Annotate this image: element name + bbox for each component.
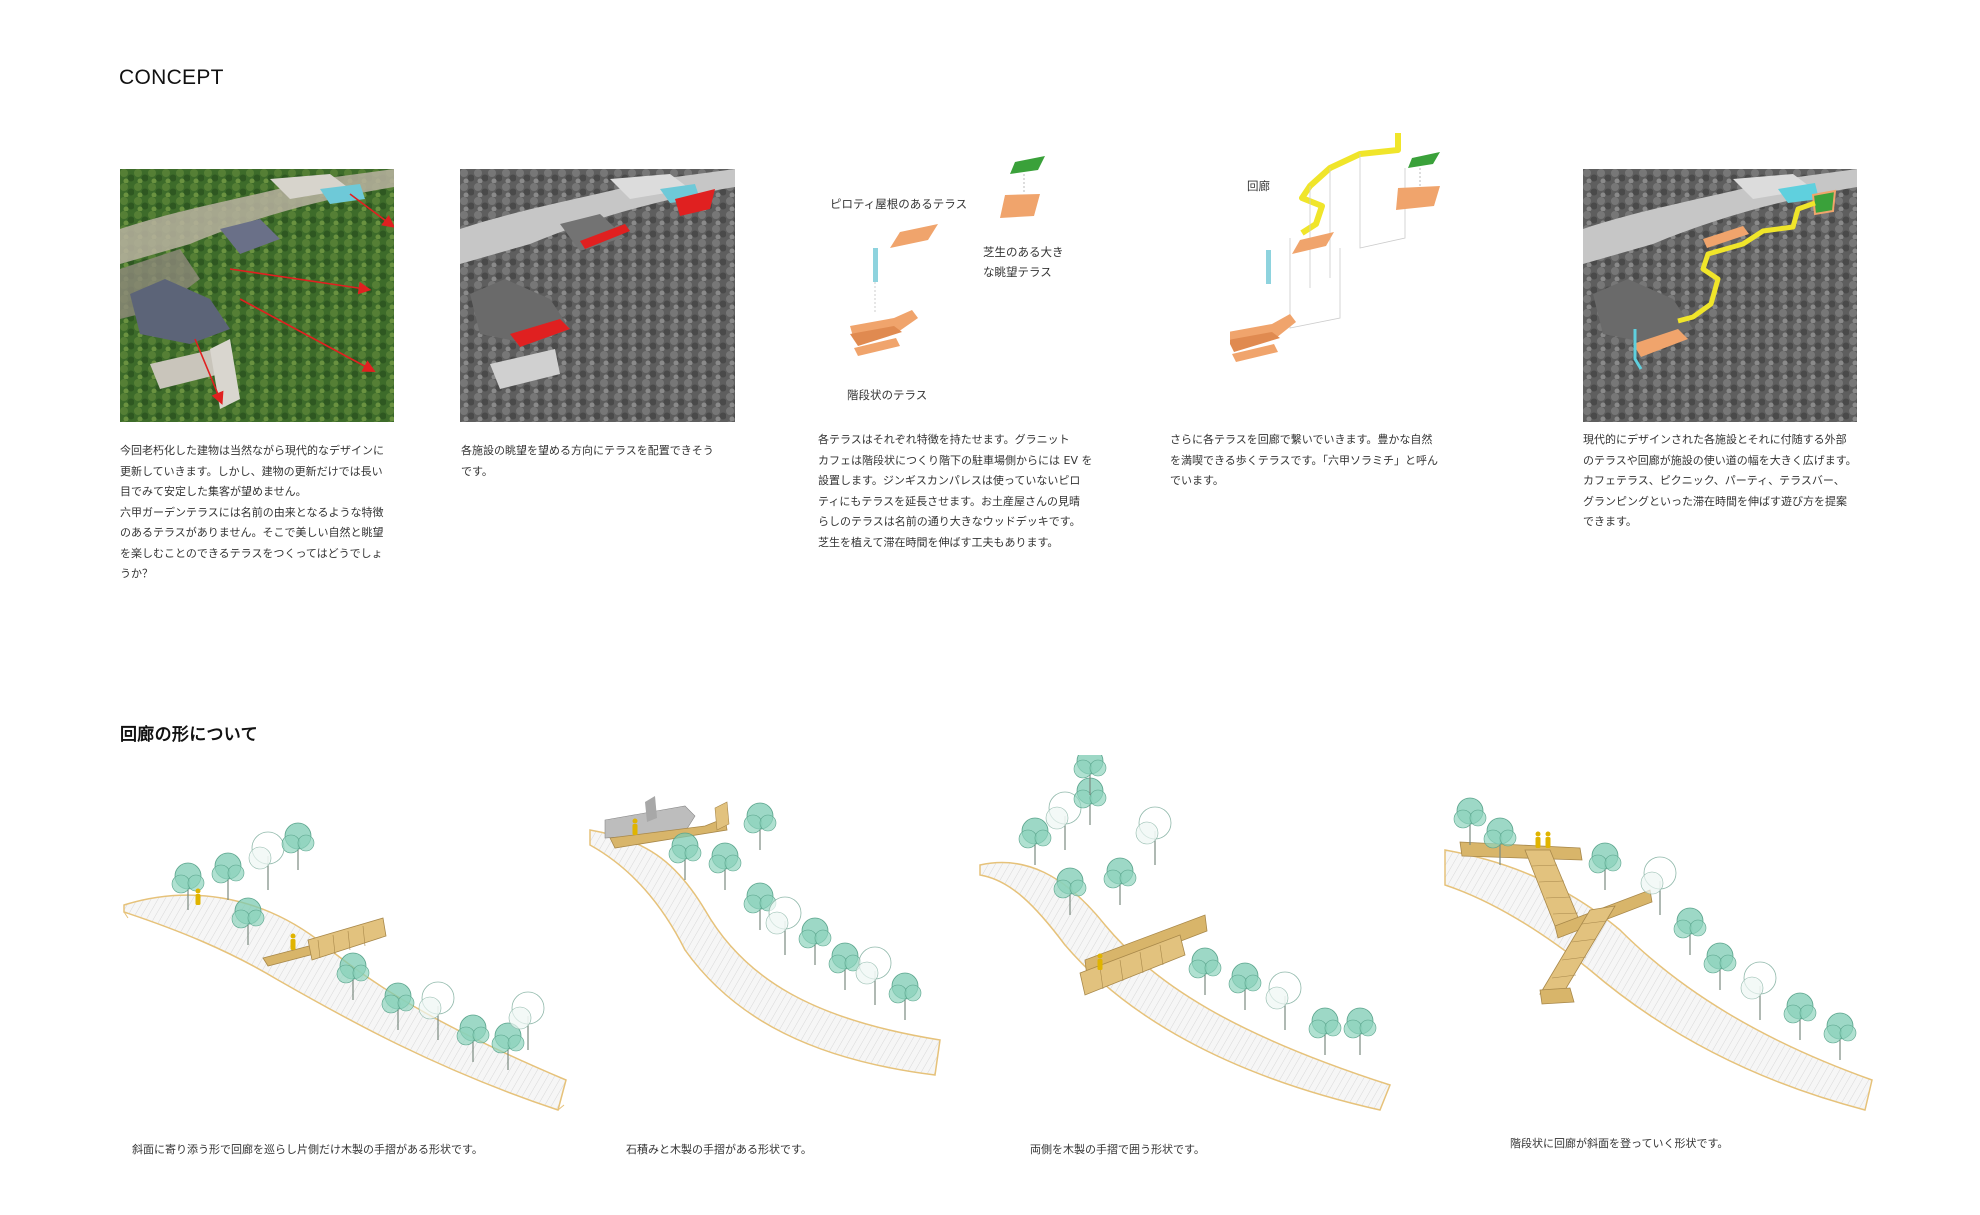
label-stair-terrace: 階段状のテラス — [847, 388, 928, 402]
text-line: を楽しむことのできるテラスをつくってはどうでしょ — [120, 546, 383, 560]
terrace-types-diagram — [830, 150, 1080, 380]
text-line: カフェは階段状につくり階下の駐車場側からには EV を — [818, 453, 1093, 467]
caption-shape-4: 階段状に回廊が斜面を登っていく形状です。 — [1510, 1137, 1729, 1150]
corridor-illustration-stairs — [1440, 790, 1880, 1130]
text-line: 今回老朽化した建物は当然ながら現代的なデザインに — [120, 444, 384, 457]
text-line: らしのテラスは名前の通り大きなウッドデッキです。 — [818, 515, 1081, 528]
concept-panel-2-text: 各施設の眺望を望める方向にテラスを配置できそう です。 — [461, 441, 714, 482]
label-lawn-terrace-2: な眺望テラス — [983, 265, 1052, 279]
text-line: 目でみて安定した集客が望めません。 — [120, 485, 307, 498]
grayscale-photo-corridor — [1583, 169, 1857, 422]
text-line: 現代的にデザインされた各施設とそれに付随する外部 — [1583, 433, 1847, 446]
text-line: を満喫できる歩くテラスです。「六甲ソラミチ」と呼ん — [1170, 453, 1438, 467]
concept-panel-4-text: さらに各テラスを回廊で繋いでいきます。豊かな自然 を満喫できる歩くテラスです。「… — [1170, 430, 1438, 492]
aerial-photo-view-arrows — [120, 169, 394, 422]
caption-shape-3: 両側を木製の手摺で囲う形状です。 — [1030, 1143, 1205, 1156]
corridor-connection-diagram — [1230, 128, 1470, 378]
corridor-shape-heading: 回廊の形について — [120, 725, 258, 745]
label-corridor: 回廊 — [1247, 179, 1270, 193]
text-line: 更新していきます。しかし、建物の更新だけでは長い — [120, 464, 383, 478]
concept-panel-3-text: 各テラスはそれぞれ特徴を持たせます。グラニット カフェは階段状につくり階下の駐車… — [818, 430, 1092, 553]
label-lawn-terrace-1: 芝生のある大き — [983, 245, 1064, 259]
corridor-illustration-both-railings — [975, 755, 1395, 1125]
corridor-illustration-one-side-railing — [118, 800, 568, 1120]
text-line: 芝生を植えて滞在時間を伸ばす工夫もあります。 — [818, 535, 1059, 549]
text-line: 各施設の眺望を望める方向にテラスを配置できそう — [461, 444, 714, 457]
corridor-illustration-stone-wood — [585, 790, 945, 1120]
concept-panel-5-text: 現代的にデザインされた各施設とそれに付随する外部 のテラスや回廊が施設の使い道の… — [1583, 430, 1857, 533]
text-line: です。 — [461, 464, 493, 478]
concept-panel-1-text: 今回老朽化した建物は当然ながら現代的なデザインに 更新していきます。しかし、建物… — [120, 441, 384, 585]
concept-heading: CONCEPT — [119, 66, 224, 89]
text-line: できます。 — [1583, 515, 1637, 528]
text-line: カフェテラス、ピクニック、パーティ、テラスバー、 — [1583, 474, 1845, 487]
grayscale-photo-terraces — [460, 169, 735, 422]
text-line: 各テラスはそれぞれ特徴を持たせます。グラニット — [818, 433, 1070, 446]
text-line: 設置します。ジンギスカンパレスは使っていないピロ — [818, 474, 1081, 487]
text-line: グランピングといった滞在時間を伸ばす遊び方を提案 — [1583, 494, 1847, 508]
caption-shape-1: 斜面に寄り添う形で回廊を巡らし片側だけ木製の手摺がある形状です。 — [132, 1143, 483, 1156]
text-line: 六甲ガーデンテラスには名前の由来となるような特徴 — [120, 505, 384, 519]
text-line: でいます。 — [1170, 474, 1224, 487]
text-line: のテラスや回廊が施設の使い道の幅を大きく広げます。 — [1583, 453, 1857, 467]
text-line: のあるテラスがありません。そこで美しい自然と眺望 — [120, 526, 384, 539]
text-line: うか？ — [120, 567, 153, 580]
text-line: さらに各テラスを回廊で繋いでいきます。豊かな自然 — [1170, 433, 1433, 446]
label-piloti-terrace: ピロティ屋根のあるテラス — [830, 197, 968, 211]
caption-shape-2: 石積みと木製の手摺がある形状です。 — [626, 1143, 812, 1156]
text-line: ティにもテラスを延長させます。お土産屋さんの見晴 — [818, 494, 1081, 508]
